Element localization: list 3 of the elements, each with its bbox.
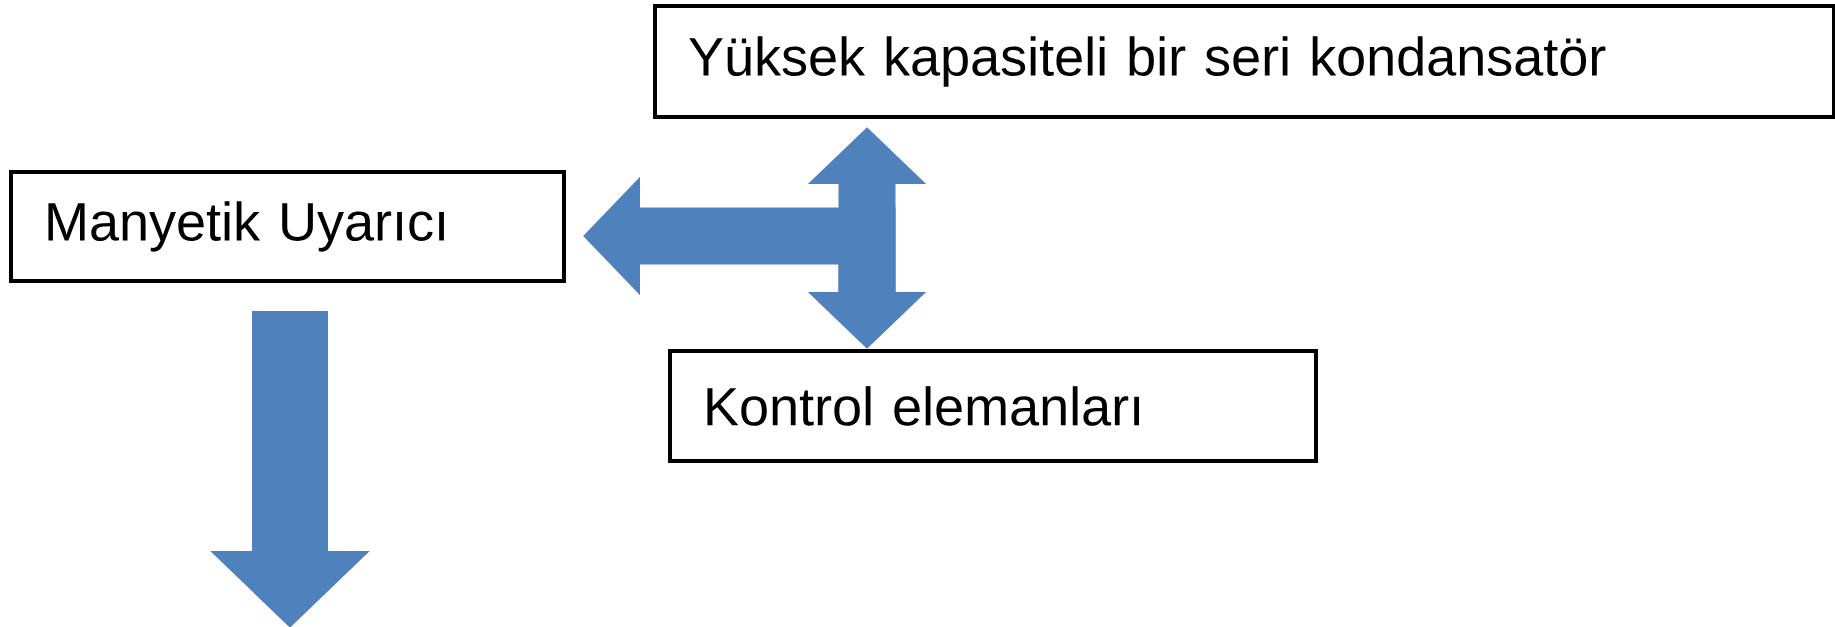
text-box: Manyetik Uyarıcı (9, 170, 566, 283)
text-box: Kontrol elemanları (668, 349, 1318, 463)
text-box: Yüksek kapasiteli bir seri kondansatör (653, 4, 1835, 119)
